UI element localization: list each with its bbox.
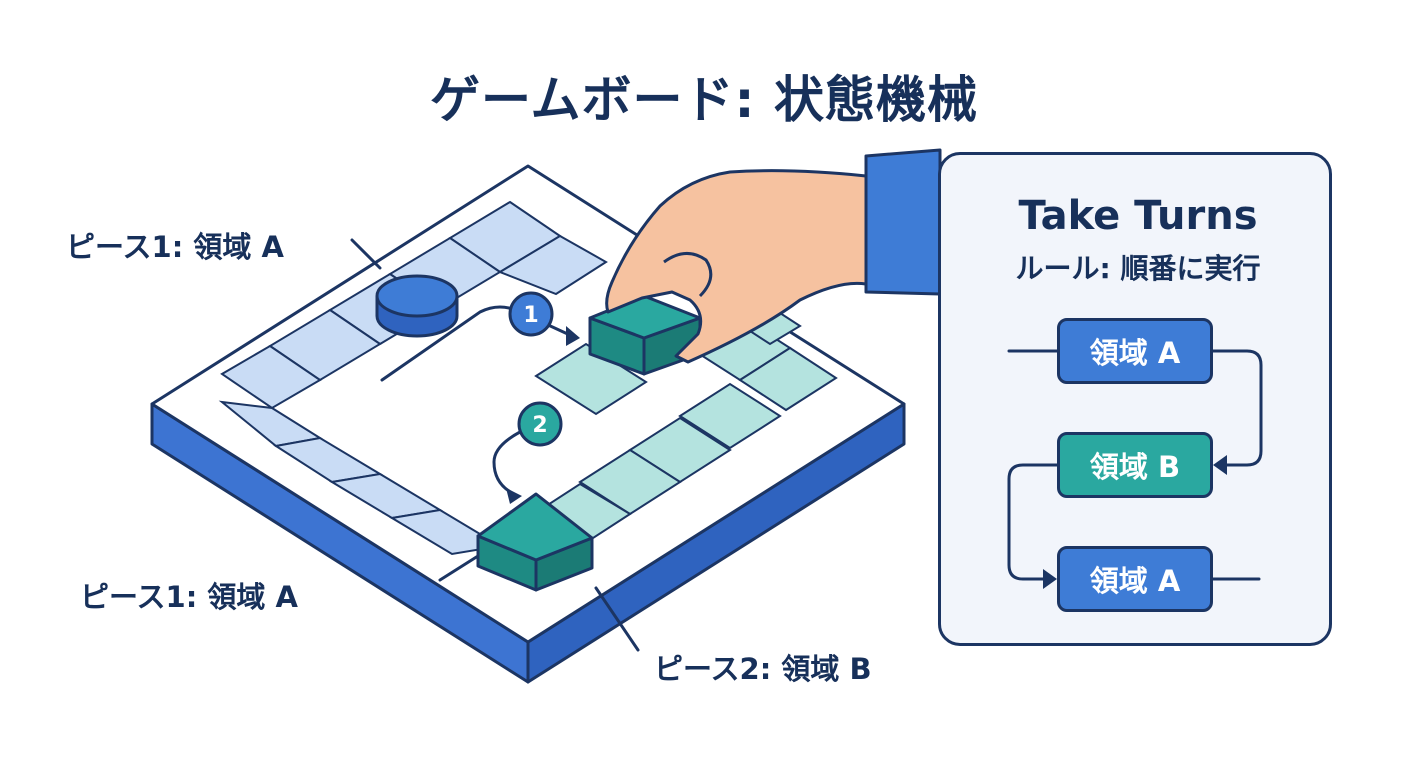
piece2-leader	[594, 586, 640, 652]
a-to-b-arrowhead	[1213, 455, 1227, 475]
teal-cube-piece-icon	[476, 492, 594, 592]
track-tile-b-1	[534, 342, 648, 416]
hand-icon	[605, 148, 942, 364]
panel-subtitle: ルール: 順番に実行	[1015, 252, 1261, 285]
step2-label: 2	[532, 413, 547, 438]
track-tile-b-4	[678, 382, 782, 450]
step2-badge	[517, 401, 563, 447]
blue-disc-piece-icon	[375, 274, 459, 338]
step1-label: 1	[523, 303, 538, 328]
state-node-region-a-second: 領域 A	[1057, 546, 1213, 612]
piece1-top-leader	[350, 238, 382, 270]
page-title: ゲームボード: 状態機械	[430, 71, 978, 129]
piece1-top-callout: ピース1: 領域 A	[66, 230, 284, 264]
track-tile-b-3	[738, 346, 838, 412]
state-flow-connectors	[1007, 349, 1263, 589]
piece2-callout: ピース2: 領域 B	[654, 652, 872, 686]
b-to-a-connector	[1007, 463, 1061, 581]
rule-panel: Take Turns ルール: 順番に実行 領域 A 領域 B 領域 A	[938, 152, 1332, 646]
step2-arrowhead	[506, 488, 522, 504]
piece1-bottom-callout: ピース1: 領域 A	[80, 580, 298, 614]
a-to-b-connector	[1211, 349, 1263, 467]
step1-arrowhead	[566, 326, 580, 346]
panel-title: Take Turns	[1018, 193, 1258, 239]
state-node-region-b: 領域 B	[1057, 432, 1213, 498]
step1-badge	[508, 291, 554, 337]
state-node-region-a-first: 領域 A	[1057, 318, 1213, 384]
step2-arrow	[492, 430, 522, 496]
piece1-bottom-leader	[438, 554, 480, 582]
b-to-a-arrowhead	[1043, 569, 1057, 589]
track-tile-a-10	[497, 234, 608, 296]
